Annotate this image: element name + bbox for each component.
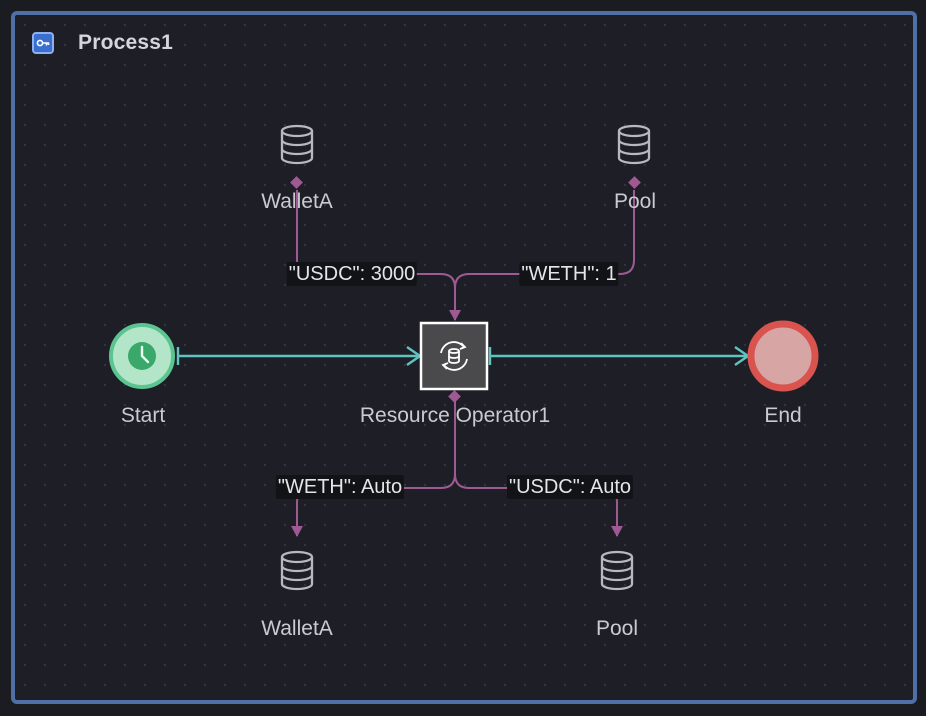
edge-label-weth-in: "WETH": 1 bbox=[519, 262, 619, 286]
start-event[interactable] bbox=[109, 323, 175, 389]
resource-operator-icon bbox=[440, 341, 468, 371]
clock-icon bbox=[128, 342, 156, 370]
edge-label-weth-out: "WETH": Auto bbox=[275, 475, 405, 499]
pool-top-label: Pool bbox=[613, 190, 657, 213]
end-event[interactable] bbox=[747, 320, 819, 392]
flow-operator-to-end[interactable] bbox=[488, 347, 748, 365]
operator-label: Resource Operator1 bbox=[359, 404, 551, 427]
database-icon[interactable] bbox=[600, 550, 634, 591]
process-key-icon bbox=[32, 32, 54, 54]
pool-bottom-label: Pool bbox=[595, 617, 639, 640]
database-icon[interactable] bbox=[280, 550, 314, 591]
start-label: Start bbox=[120, 404, 166, 427]
wallet-bottom-label: WalletA bbox=[261, 617, 333, 640]
end-label: End bbox=[764, 404, 802, 427]
database-icon[interactable] bbox=[280, 124, 314, 165]
process-title: Process1 bbox=[78, 31, 174, 54]
flow-start-to-operator[interactable] bbox=[176, 347, 420, 365]
edge-label-usdc-out: "USDC": Auto bbox=[506, 475, 634, 499]
resource-operator-node[interactable] bbox=[419, 321, 489, 391]
edge-label-usdc-in: "USDC": 3000 bbox=[286, 262, 418, 286]
wallet-top-label: WalletA bbox=[261, 190, 333, 213]
database-icon[interactable] bbox=[617, 124, 651, 165]
